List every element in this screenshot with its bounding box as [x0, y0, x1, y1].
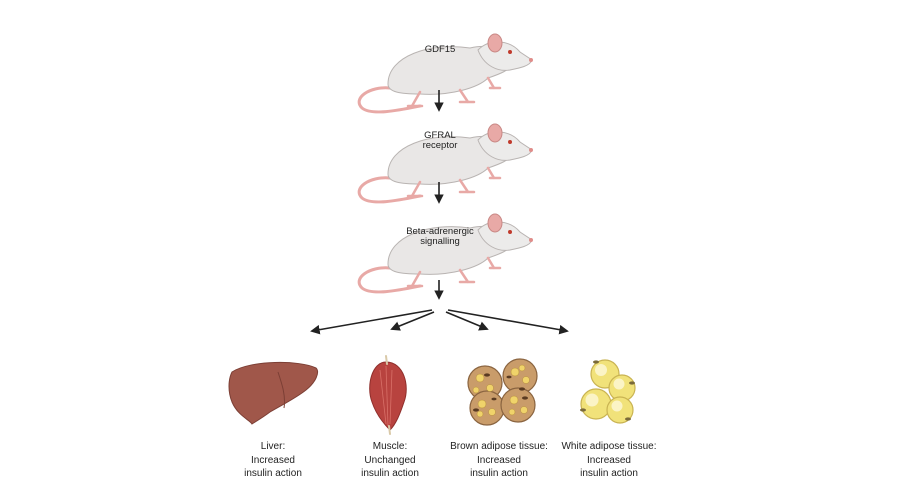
tissue-label-white-adipose: White adipose tissue: Increased insulin … [544, 440, 674, 481]
step-label-line: GDF15 [424, 44, 456, 55]
arrow-to-white-adipose [447, 309, 569, 335]
tissue-effect-detail: insulin action [361, 468, 419, 479]
step-label-gfral: GFRAL receptor [395, 131, 485, 151]
tissue-effect: Unchanged [364, 454, 416, 466]
step-label-line: Beta-adrenergic [406, 226, 474, 237]
step-label-gdf15: GDF15 [395, 45, 485, 55]
tissue-name: Brown adipose tissue: [450, 441, 548, 452]
arrow-to-liver [310, 309, 433, 335]
tissue-effect: Increased [477, 454, 521, 466]
arrow-to-muscle [390, 311, 435, 331]
tissue-label-brown-adipose: Brown adipose tissue: Increased insulin … [434, 440, 564, 481]
muscle-icon [369, 355, 407, 435]
tissue-label-muscle: Muscle: Unchanged insulin action [325, 440, 455, 481]
step-label-line: signalling [420, 236, 460, 247]
white-adipose-icon [580, 359, 636, 424]
step-label-beta-adrenergic: Beta-adrenergic signalling [395, 227, 485, 247]
step-label-line: GFRAL [424, 130, 456, 141]
brown-adipose-icon [467, 358, 538, 426]
tissue-label-liver: Liver: Increased insulin action [208, 440, 338, 481]
tissue-effect: Increased [251, 454, 295, 466]
tissue-name: White adipose tissue: [561, 441, 657, 452]
arrow-to-brown-adipose [445, 311, 489, 331]
tissue-name: Liver: [260, 441, 286, 452]
tissue-effect: Increased [587, 454, 631, 466]
tissue-name: Muscle: [372, 441, 408, 452]
tissue-effect-detail: insulin action [244, 468, 302, 479]
liver-icon [228, 361, 319, 425]
tissue-effect-detail: insulin action [470, 468, 528, 479]
step-label-line: receptor [422, 140, 458, 151]
tissue-effect-detail: insulin action [580, 468, 638, 479]
